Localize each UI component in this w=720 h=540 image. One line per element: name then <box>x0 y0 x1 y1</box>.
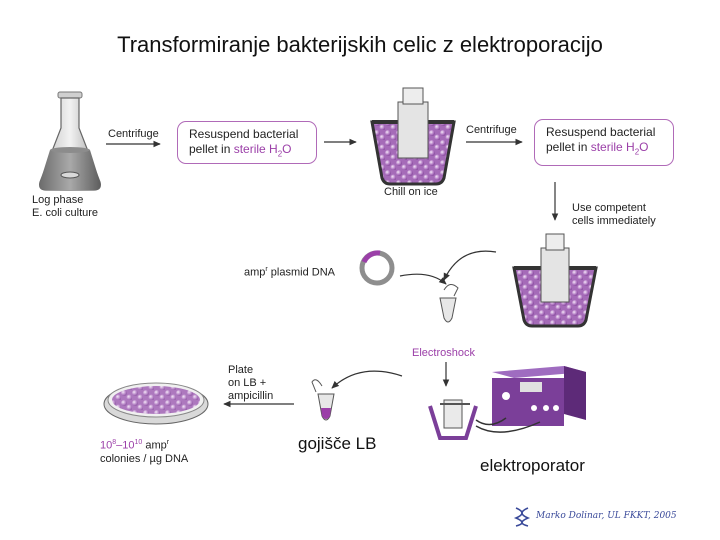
resuspend-line2: pellet in sterile H2O <box>546 140 673 159</box>
dna-logo-icon <box>513 507 531 527</box>
resuspend-line1: Resuspend bacterial <box>189 127 299 141</box>
sterile-water-text: sterile H <box>233 142 278 156</box>
microtube-icon <box>439 284 459 323</box>
flask-label-line2: E. coli culture <box>32 207 99 219</box>
annotation-gojisce: gojišče LB <box>298 434 377 453</box>
annotation-elektroporator: elektroporator <box>480 456 585 475</box>
resuspend-line1: Resuspend bacterial <box>546 125 656 139</box>
electroporator-device-icon <box>475 366 586 433</box>
colonies-line1: 108–1010 ampr <box>100 436 188 453</box>
use-competent-label: Use competent cells immediately <box>572 202 656 228</box>
use-competent-line1: Use competent <box>572 202 646 214</box>
plate-line1: Plate <box>228 364 254 376</box>
cuvette-holder-icon <box>428 399 478 440</box>
colonies-line2: colonies / µg DNA <box>100 452 189 465</box>
plasmid-sup: r <box>265 266 268 273</box>
resuspend-box: Resuspend bacterial pellet in sterile H2… <box>534 119 674 166</box>
colonies-b-sup: 10 <box>134 439 143 446</box>
colonies-label: 108–1010 ampr colonies / µg DNA <box>100 436 188 466</box>
plasmid-icon <box>359 250 395 286</box>
arrow <box>399 273 447 285</box>
sterile-water-end: O <box>639 140 649 154</box>
flask-label-line1: Log phase <box>32 194 84 206</box>
electroshock-label: Electroshock <box>412 347 475 359</box>
use-competent-line2: cells immediately <box>572 215 656 227</box>
plasmid-label: ampr plasmid DNA <box>244 263 335 280</box>
petri-dish-icon <box>103 382 209 425</box>
colonies-dash: –10 <box>116 439 135 452</box>
colonies-amp: amp <box>142 439 167 452</box>
subscript: 2 <box>634 147 640 157</box>
flask-label: Log phase E. coli culture <box>32 194 98 220</box>
flask-icon <box>39 91 101 191</box>
ice-bucket-icon <box>370 87 456 186</box>
plate-line3: ampicillin <box>228 390 274 402</box>
sterile-water-end: O <box>282 142 292 156</box>
arrows <box>106 138 559 408</box>
resuspend-text: pellet in <box>546 140 591 154</box>
resuspend-text: pellet in <box>189 142 234 156</box>
plasmid-amp: amp <box>244 266 266 279</box>
centrifuge-label: Centrifuge <box>108 128 159 140</box>
centrifuge-label: Centrifuge <box>466 124 517 136</box>
resuspend-line2: pellet in sterile H2O <box>189 142 316 161</box>
arrow <box>331 370 403 389</box>
plate-line2: on LB + <box>228 377 267 389</box>
resuspend-box: Resuspend bacterial pellet in sterile H2… <box>177 121 317 164</box>
colonies-amp-sup: r <box>166 439 170 446</box>
subscript: 2 <box>277 149 283 159</box>
chill-label: Chill on ice <box>384 186 438 198</box>
plate-label: Plate on LB + ampicillin <box>228 364 273 403</box>
plasmid-text: plasmid DNA <box>267 266 335 279</box>
page-title: Transformiranje bakterijskih celic z ele… <box>117 32 603 57</box>
sterile-water-text: sterile H <box>590 140 635 154</box>
arrow <box>443 250 497 281</box>
credit-text: Marko Dolinar, UL FKKT, 2005 <box>536 511 677 521</box>
microtube-icon <box>311 379 335 421</box>
ice-bucket-icon <box>512 233 598 328</box>
colonies-a-sup: 8 <box>112 439 117 446</box>
colonies-a: 10 <box>100 439 113 452</box>
